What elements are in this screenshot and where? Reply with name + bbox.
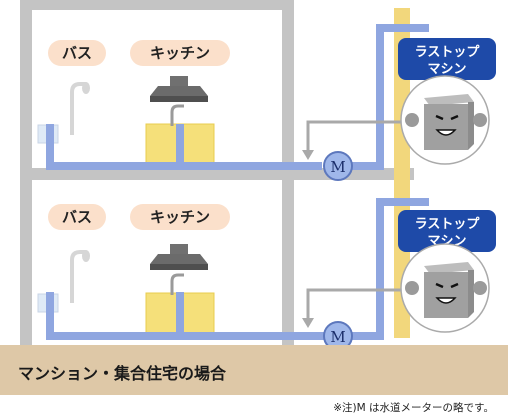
water-meter-icon: M: [323, 321, 353, 351]
meter-label: M: [330, 158, 345, 176]
upper-floor: バス キッチン: [37, 24, 496, 181]
upper-return-arrow: [302, 120, 412, 160]
water-meter-icon: M: [323, 151, 353, 181]
machine-label-line2: マシン: [427, 62, 466, 77]
machine-label-line1: ラストップ: [415, 217, 481, 232]
upper-pipes: [46, 24, 429, 170]
meter-label: M: [330, 328, 345, 346]
lower-return-arrow: [302, 288, 412, 328]
bath-label: バス: [62, 208, 92, 226]
kitchen-label-bubble: [130, 40, 230, 66]
faucet-icon: [170, 273, 184, 295]
faucet-icon: [170, 104, 184, 126]
lower-floor: バス キッチン M ラストップ: [37, 198, 496, 351]
machine-badge: ラストップ マシン: [398, 38, 496, 80]
machine-mascot-icon: [400, 75, 490, 165]
service-column: [394, 8, 410, 338]
building-structure: [20, 0, 414, 345]
footnote: ※注)M は水道メーターの略です。: [333, 401, 494, 414]
range-hood-icon: [150, 76, 208, 102]
machine-label-line1: ラストップ: [415, 45, 481, 60]
bath-label-bubble: [48, 204, 106, 230]
shower-icon: [70, 82, 90, 135]
lower-pipes: [46, 198, 429, 340]
roof-slab: [20, 0, 294, 10]
kitchen-label: キッチン: [150, 44, 210, 62]
machine-mascot-icon: [400, 243, 490, 333]
shower-icon: [70, 250, 90, 303]
kitchen-label-bubble: [130, 204, 230, 230]
bath-label: バス: [62, 44, 92, 62]
ground-band: [0, 345, 508, 395]
bath-label-bubble: [48, 40, 106, 66]
kitchen-label: キッチン: [150, 208, 210, 226]
range-hood-icon: [150, 244, 208, 270]
ground-label: マンション・集合住宅の場合: [18, 364, 227, 383]
floor-slab: [20, 168, 414, 180]
